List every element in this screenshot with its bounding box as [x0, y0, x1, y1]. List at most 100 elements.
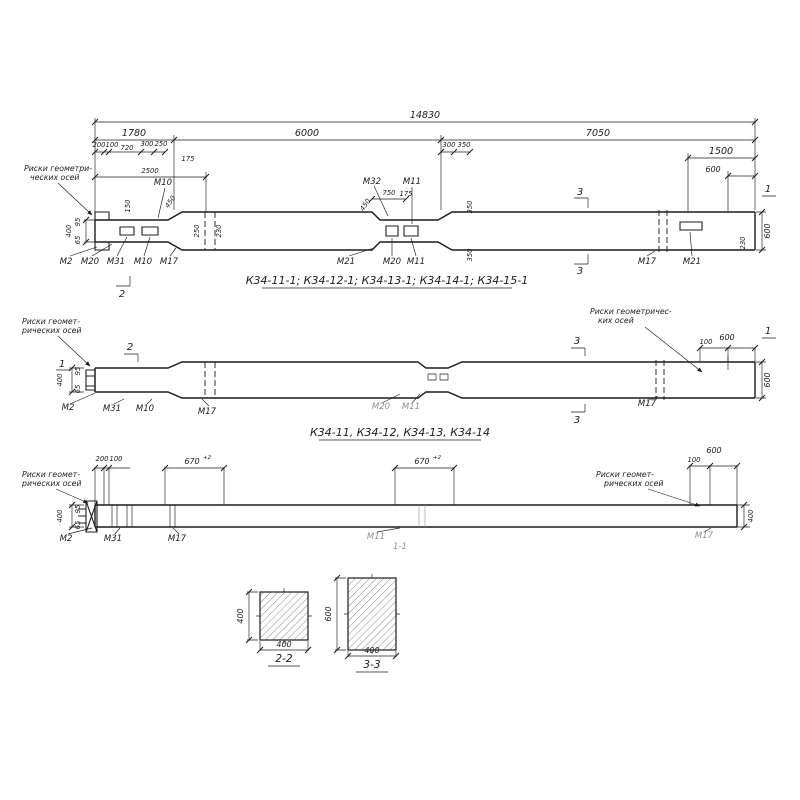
- axes-note: рических осей: [21, 479, 82, 488]
- view3-end-fitting: [78, 500, 98, 533]
- section-2-2-title: 2-2: [275, 653, 292, 665]
- view3-embed-lines: [111, 505, 176, 527]
- dim-label: 600: [705, 165, 720, 174]
- axes-note: Риски геометричес-: [590, 307, 672, 316]
- dim-label: 250: [155, 140, 168, 148]
- mark-label: М2: [62, 403, 75, 413]
- view2-caption: К34-11, К34-12, К34-13, К34-14: [310, 426, 490, 439]
- dim-label: 95: [74, 218, 82, 227]
- view3-outline: [94, 504, 738, 528]
- view2-leader-lines: [57, 326, 703, 407]
- view3-dimension-ticks: [68, 462, 748, 531]
- mark-label: М10: [154, 178, 172, 188]
- dim-label: 14830: [410, 110, 440, 121]
- view2-break-lines: [204, 360, 665, 400]
- dim-label: 600: [763, 372, 772, 387]
- dim-label: 400: [56, 510, 64, 523]
- mark-label: М10: [136, 404, 154, 414]
- dim-label: 600: [719, 333, 734, 342]
- dim-label: 100: [106, 141, 119, 149]
- dim-label: 300: [443, 141, 456, 149]
- dim-label: 400: [65, 225, 73, 238]
- view3-mid-embed-lines: [418, 505, 426, 527]
- dim-label: 95: [74, 505, 82, 514]
- dim-label: 670: [184, 457, 199, 466]
- section-flag: 1: [765, 184, 771, 195]
- dim-label: 1780: [122, 128, 146, 139]
- section-3-3-dim-lines: [335, 574, 400, 657]
- dim-label: 600: [763, 223, 772, 238]
- mark-label: М17: [160, 257, 179, 267]
- dim-label: 200: [93, 141, 106, 149]
- mark-label: М31: [104, 534, 122, 544]
- dim-label: 100: [110, 455, 123, 463]
- dim-label: 300: [141, 140, 154, 148]
- view1-break-lines: [204, 210, 668, 252]
- mark-label: М17: [638, 257, 657, 267]
- axes-note: Риски геометри-: [24, 164, 92, 173]
- mark-label: М32: [363, 177, 381, 187]
- dim-label: 230: [739, 237, 747, 250]
- dim-label: 65: [74, 385, 82, 394]
- dim-label: 7050: [586, 128, 610, 139]
- mark-label: М17: [638, 399, 657, 409]
- mark-label: М20: [81, 257, 99, 267]
- view2-outline: [94, 361, 756, 399]
- section-flag: 1: [765, 326, 771, 337]
- section-2-2-body: [259, 591, 309, 641]
- dim-tolerance: +2: [203, 455, 212, 461]
- view2-dimension-ticks: [68, 344, 766, 402]
- axes-note: рических осей: [21, 326, 82, 335]
- mark-label: М2: [60, 257, 73, 267]
- view1-leader-lines: [57, 182, 693, 257]
- dim-label: 230: [215, 225, 223, 238]
- section-2-2: 400 400 2-2: [236, 588, 312, 667]
- view3-dimension-lines: [71, 465, 745, 527]
- dim-label: 350: [458, 141, 471, 149]
- mark-label: М10: [134, 257, 152, 267]
- mark-label: М20: [372, 402, 390, 412]
- mark-label: М31: [103, 404, 121, 414]
- mark-label: М2: [60, 534, 73, 544]
- axes-note: Риски геомет-: [22, 470, 80, 479]
- dim-label: 150: [124, 200, 132, 213]
- dim-label: 65: [74, 521, 82, 530]
- dim-label: 1500: [709, 146, 733, 157]
- view1-caption: К34-11-1; К34-12-1; К34-13-1; К34-14-1; …: [246, 274, 529, 287]
- dim-label: 350: [466, 201, 474, 214]
- view1-outline: [94, 211, 756, 251]
- dim-label: 100: [700, 338, 713, 346]
- dim-tolerance: +2: [433, 455, 442, 461]
- view1-elevation: 14830 1780 6000 7050 1500 600 200 100 72…: [24, 110, 776, 300]
- section-flag: 1: [59, 359, 65, 370]
- section-flag: 3: [577, 187, 583, 198]
- dim-label: 400: [364, 646, 379, 655]
- dim-label: 100: [688, 456, 701, 464]
- dim-label: 600: [706, 446, 721, 455]
- axes-note: Риски геомет-: [596, 470, 654, 479]
- mark-label: М17: [198, 407, 217, 417]
- axes-note: ких осей: [598, 316, 634, 325]
- mark-label: М17: [695, 531, 714, 541]
- dim-label: 200: [96, 455, 109, 463]
- view3-leader-lines: [55, 488, 712, 535]
- dim-label: 250: [193, 225, 201, 238]
- section-flag: 3: [577, 266, 583, 277]
- dim-label: 400: [56, 374, 64, 387]
- dim-label: 720: [121, 144, 134, 152]
- view1-dimension-ticks: [82, 118, 766, 254]
- view3-elevation: 200 100 670 +2 670 +2 600 100 400 95 65 …: [21, 446, 755, 552]
- section-3-3-title: 3-3: [363, 659, 380, 671]
- dim-label: 600: [324, 606, 333, 621]
- view2-elevation: 100 600 600 400 95 65 М2 М31 М10 М17 М20…: [21, 307, 776, 441]
- section-3-3-ticks: [333, 574, 400, 660]
- dim-label: 350: [466, 249, 474, 262]
- dim-label: 450: [163, 194, 177, 209]
- mark-label: М21: [683, 257, 701, 267]
- view1-dimension-lines: [85, 121, 763, 250]
- dim-label: 95: [74, 367, 82, 376]
- view2-end-fitting: [85, 369, 96, 391]
- mark-label: М31: [107, 257, 125, 267]
